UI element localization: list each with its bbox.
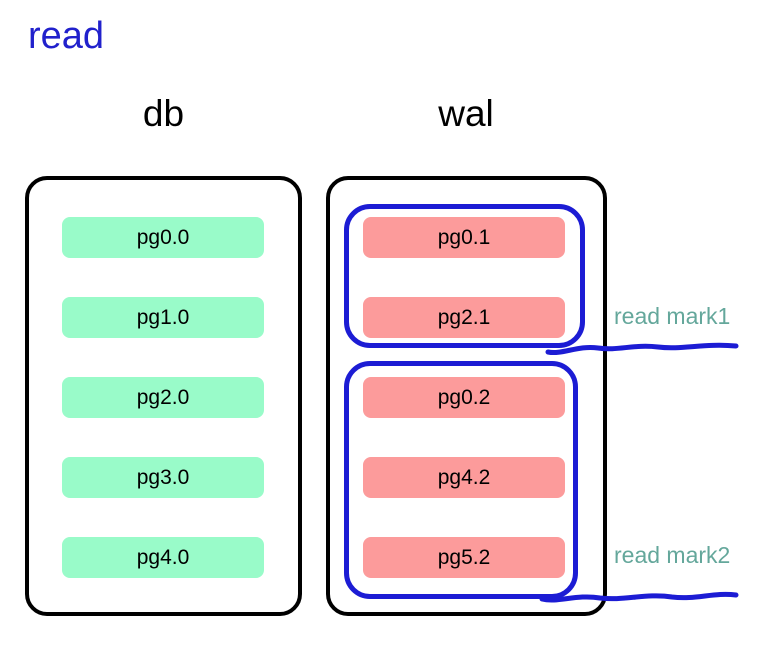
diagram-title: read	[28, 15, 105, 57]
wal-page-pg4.2: pg4.2	[363, 457, 565, 498]
wal-container	[326, 176, 607, 616]
wal-page-pg5.2: pg5.2	[363, 537, 565, 578]
db-page-pg4.0: pg4.0	[62, 537, 264, 578]
db-page-pg2.0: pg2.0	[62, 377, 264, 418]
read-mark1-group-outline	[344, 204, 585, 348]
db-page-pg0.0: pg0.0	[62, 217, 264, 258]
read-mark2-group-outline	[344, 361, 578, 599]
db-page-pg3.0: pg3.0	[62, 457, 264, 498]
wal-page-pg0.2: pg0.2	[363, 377, 565, 418]
db-container	[25, 176, 302, 616]
wal-heading: wal	[438, 93, 494, 134]
db-page-pg1.0: pg1.0	[62, 297, 264, 338]
db-heading: db	[142, 93, 185, 134]
read-mark2-label: read mark2	[614, 542, 731, 568]
read-mark1-label: read mark1	[614, 303, 731, 329]
wal-page-pg2.1: pg2.1	[363, 297, 565, 338]
wal-page-pg0.1: pg0.1	[363, 217, 565, 258]
